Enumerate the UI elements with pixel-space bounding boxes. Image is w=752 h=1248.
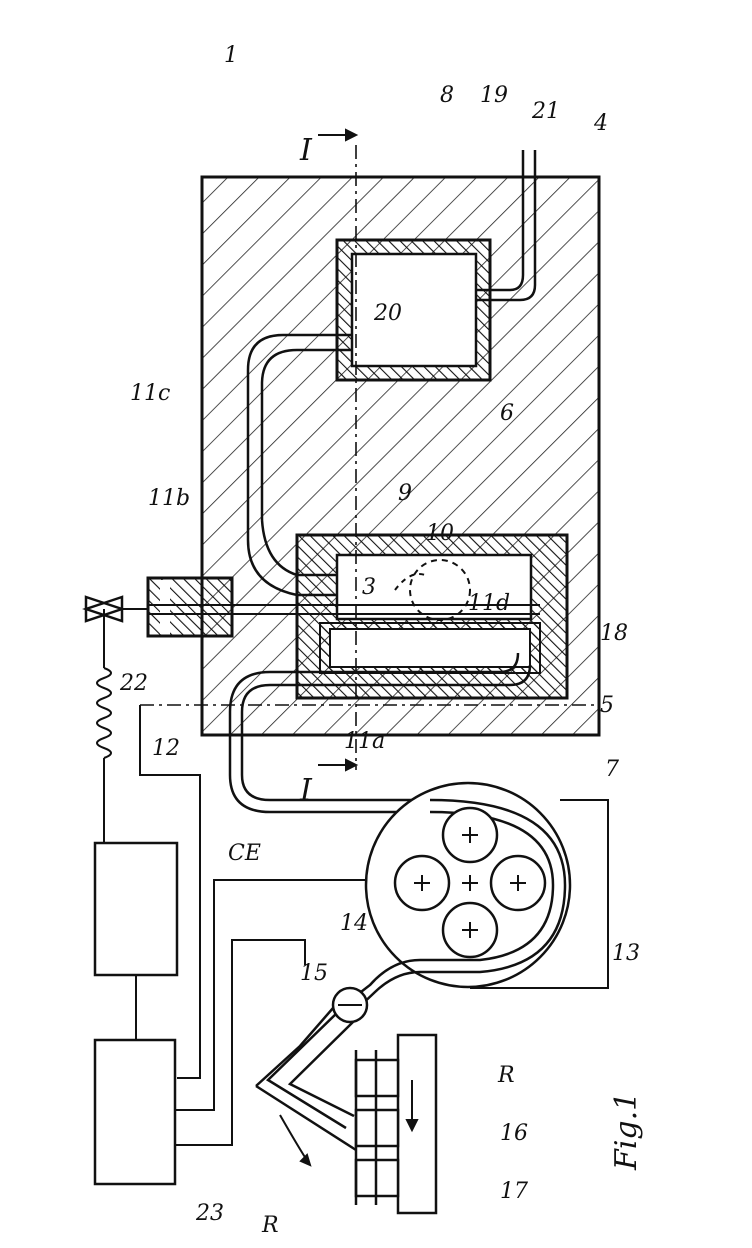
label-7: 7 [605, 757, 619, 782]
label-5: 5 [600, 693, 614, 718]
label-10: 10 [426, 521, 454, 546]
label-18: 18 [600, 621, 628, 646]
upper-chamber [337, 240, 490, 380]
label-12: 12 [152, 736, 180, 761]
label-15: 15 [300, 961, 328, 986]
label-17: 17 [500, 1179, 528, 1204]
label-20: 20 [373, 301, 402, 326]
label-6: 6 [500, 401, 514, 426]
label-9: 9 [398, 481, 412, 506]
section-I-bottom: I [299, 773, 313, 808]
label-23: 23 [195, 1201, 224, 1226]
coil [97, 650, 111, 770]
sample-tray [356, 1035, 436, 1213]
label-11c: 11c [130, 381, 170, 406]
label-4: 4 [593, 111, 608, 136]
label-11d: 11d [468, 591, 510, 616]
label-1: 1 [224, 43, 238, 68]
lower-chamber [297, 535, 567, 698]
label-13: 13 [612, 941, 640, 966]
valve-14 [333, 988, 367, 1022]
label-R-left: R [261, 1213, 279, 1238]
label-8: 8 [440, 83, 454, 108]
label-22: 22 [119, 671, 148, 696]
pump [366, 783, 570, 987]
label-14: 14 [340, 911, 368, 936]
label-19: 19 [480, 83, 508, 108]
label-CE: CE [228, 841, 261, 866]
valve [86, 597, 148, 650]
label-11b: 11b [148, 486, 190, 511]
label-21: 21 [531, 99, 560, 124]
figure-caption: Fig.1 [609, 1092, 644, 1171]
section-I-top: I [299, 133, 313, 168]
label-11a: 11a [344, 729, 385, 754]
label-R-right: R [497, 1063, 515, 1088]
label-3: 3 [362, 575, 376, 600]
label-16: 16 [500, 1121, 528, 1146]
